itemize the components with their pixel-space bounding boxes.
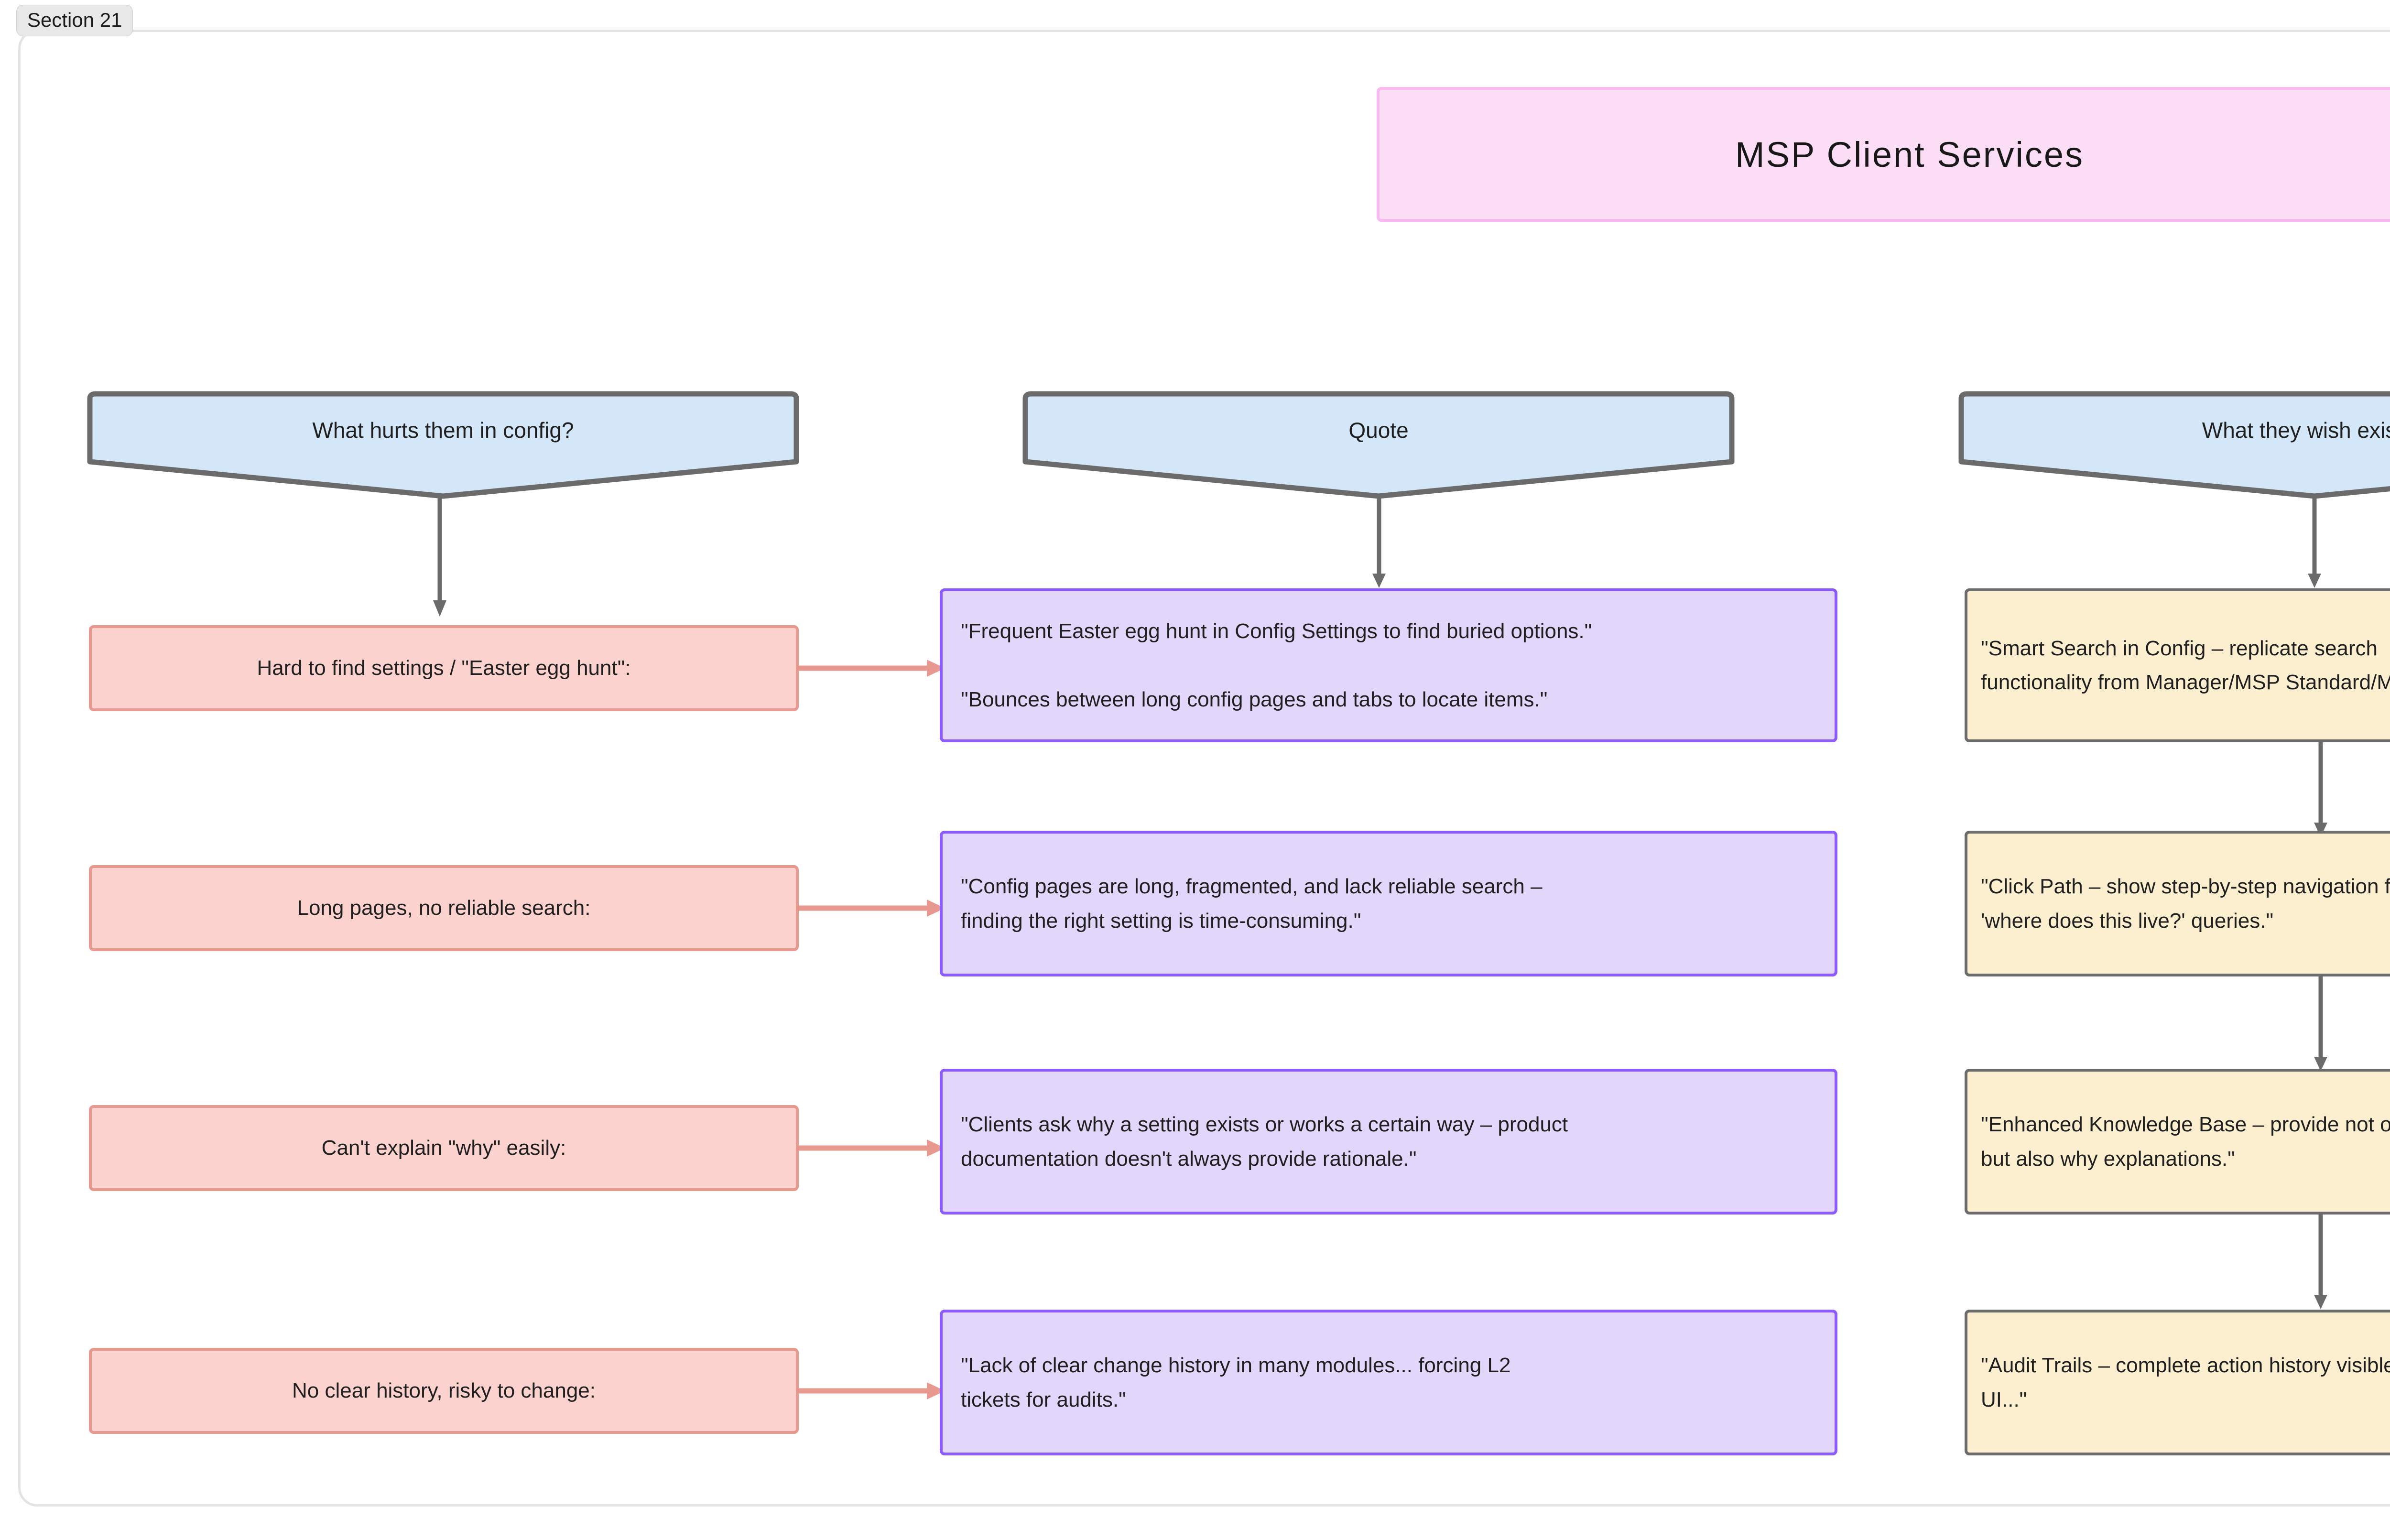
diagram-title-label: MSP Client Services (1735, 134, 2085, 174)
edge-header-to-quote-1 (1360, 493, 1398, 589)
edge-wish-3-to-wish-4 (2302, 1215, 2340, 1310)
wish-node-4-label: "Audit Trails – complete action history … (1981, 1354, 2390, 1411)
pain-node-1-label: Hard to find settings / "Easter egg hunt… (257, 656, 631, 680)
section-tab: Section 21 (16, 5, 133, 36)
pain-node-4: No clear history, risky to change: (89, 1348, 799, 1434)
wish-node-4: "Audit Trails – complete action history … (1965, 1310, 2390, 1455)
wish-node-1: "Smart Search in Config – replicate sear… (1965, 588, 2390, 742)
pain-node-1: Hard to find settings / "Easter egg hunt… (89, 625, 799, 711)
wish-node-1-label: "Smart Search in Config – replicate sear… (1981, 636, 2390, 694)
wish-node-3-label: "Enhanced Knowledge Base – provide not o… (1981, 1113, 2390, 1171)
wish-node-3: "Enhanced Knowledge Base – provide not o… (1965, 1069, 2390, 1215)
pain-node-2: Long pages, no reliable search: (89, 865, 799, 951)
edge-pain-1-to-quote-1 (799, 653, 947, 683)
diagram-title: MSP Client Services (1377, 87, 2390, 222)
quote-node-4: "Lack of clear change history in many mo… (940, 1310, 1837, 1455)
pain-node-3: Can't explain "why" easily: (89, 1105, 799, 1191)
column-header-wish: What they wish existed (1956, 390, 2390, 500)
quote-node-3-label: "Clients ask why a setting exists or wor… (961, 1113, 1568, 1171)
edge-header-to-pain-1 (421, 493, 459, 618)
quote-node-1: "Frequent Easter egg hunt in Config Sett… (940, 588, 1837, 742)
quote-node-2: "Config pages are long, fragmented, and … (940, 831, 1837, 976)
pain-node-3-label: Can't explain "why" easily: (321, 1136, 566, 1160)
diagram-frame (18, 30, 2390, 1507)
column-header-wish-label: What they wish existed (2202, 418, 2390, 443)
quote-node-4-label: "Lack of clear change history in many mo… (961, 1354, 1511, 1411)
pain-node-4-label: No clear history, risky to change: (292, 1379, 596, 1402)
edge-header-to-wish-1 (2295, 493, 2334, 589)
column-header-quote-label: Quote (1348, 418, 1409, 443)
wish-node-2-label: "Click Path – show step-by-step navigati… (1981, 875, 2390, 933)
edge-wish-1-to-wish-2 (2302, 742, 2340, 838)
quote-node-2-label: "Config pages are long, fragmented, and … (961, 875, 1543, 933)
wish-node-2: "Click Path – show step-by-step navigati… (1965, 831, 2390, 976)
column-header-quote: Quote (1021, 390, 1737, 500)
edge-pain-2-to-quote-2 (799, 893, 947, 923)
quote-node-3: "Clients ask why a setting exists or wor… (940, 1069, 1837, 1215)
edge-wish-2-to-wish-3 (2302, 976, 2340, 1072)
quote-node-1-label: "Frequent Easter egg hunt in Config Sett… (961, 619, 1592, 711)
pain-node-2-label: Long pages, no reliable search: (297, 896, 591, 920)
column-header-pain: What hurts them in config? (85, 390, 801, 500)
column-header-pain-label: What hurts them in config? (312, 418, 574, 443)
edge-pain-4-to-quote-4 (799, 1376, 947, 1406)
edge-pain-3-to-quote-3 (799, 1133, 947, 1163)
